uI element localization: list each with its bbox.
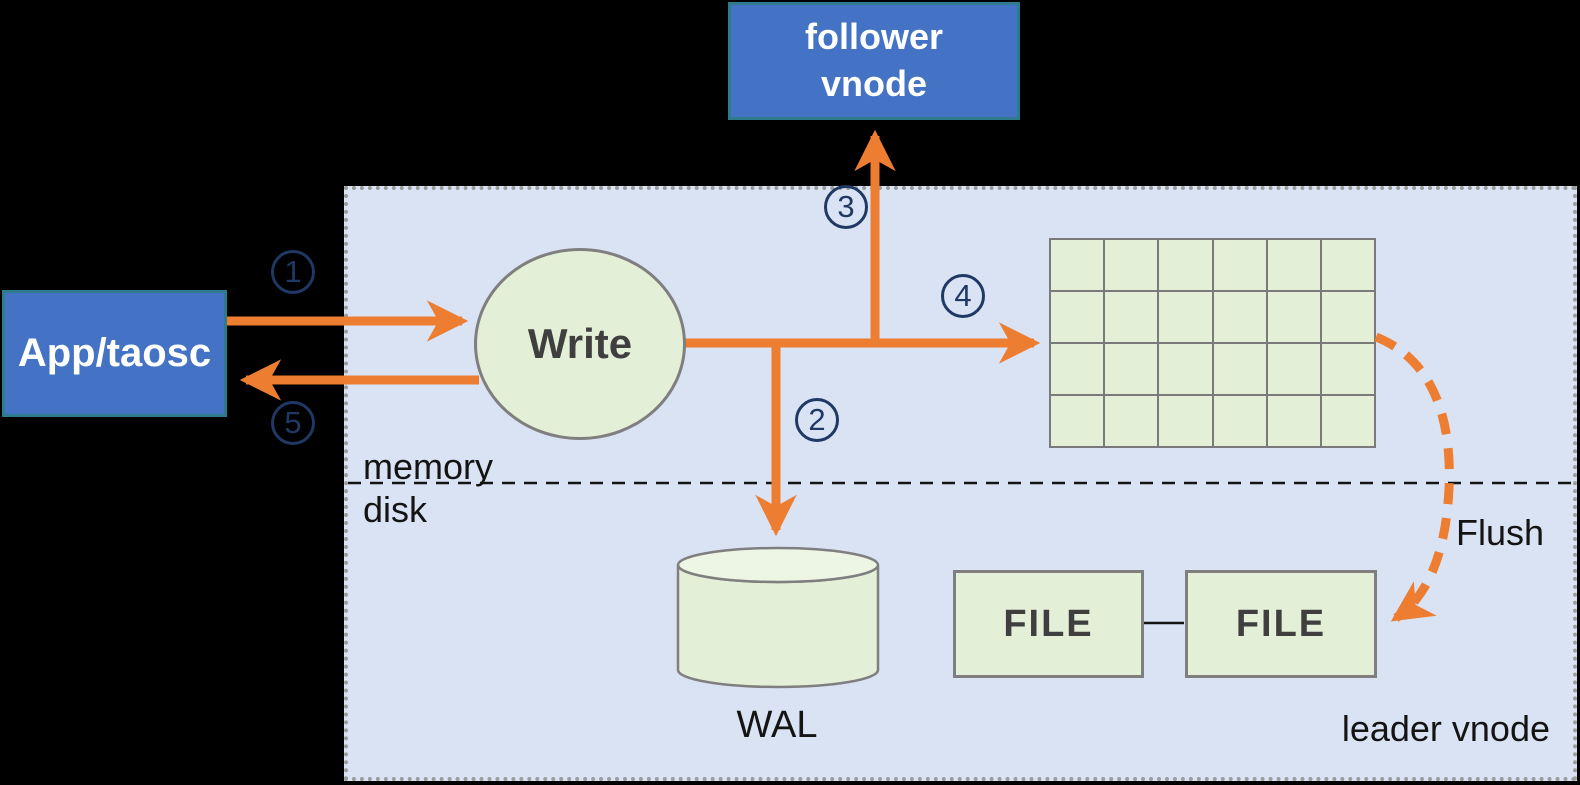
memtable-cell (1105, 396, 1158, 446)
memtable-cell (1267, 344, 1320, 394)
follower-vnode-box: follower vnode (728, 2, 1020, 120)
memtable-cell (1267, 240, 1320, 290)
app-taosc-label: App/taosc (17, 331, 212, 375)
memtable-cell (1159, 396, 1212, 446)
disk-label: disk (363, 489, 428, 530)
follower-vnode-label-line2: vnode (820, 63, 927, 104)
step-2-badge: 2 (795, 398, 839, 442)
memtable-cell (1213, 396, 1266, 446)
step-3-badge: 3 (824, 185, 868, 229)
memtable-cell (1213, 344, 1266, 394)
flush-label: Flush (1456, 512, 1545, 553)
memtable-cell (1051, 396, 1104, 446)
memtable-cell (1051, 240, 1104, 290)
file-box-right: FILE (1185, 570, 1377, 678)
app-taosc-box: App/taosc (2, 290, 227, 417)
memtable-cell (1051, 292, 1104, 342)
write-process-ellipse: Write (474, 248, 686, 440)
memtable-cell (1321, 240, 1374, 290)
wal-label: WAL (736, 704, 818, 746)
write-label: Write (527, 320, 633, 367)
step-5-badge: 5 (271, 401, 315, 445)
memtable-cell (1267, 396, 1320, 446)
memtable-cell (1105, 292, 1158, 342)
step-4-badge: 4 (941, 274, 985, 318)
memtable-cell (1051, 344, 1104, 394)
memtable-cell (1321, 344, 1374, 394)
file-right-label: FILE (1235, 602, 1327, 645)
memtable-cell (1159, 240, 1212, 290)
memtable-cell (1213, 240, 1266, 290)
file-left-label: FILE (1003, 602, 1094, 645)
memtable-cell (1321, 292, 1374, 342)
leader-vnode-label: leader vnode (1341, 708, 1550, 749)
memtable-cell (1321, 396, 1374, 446)
memtable-cell (1105, 240, 1158, 290)
step-1-badge: 1 (271, 250, 315, 294)
memtable-cell (1159, 292, 1212, 342)
file-box-left: FILE (953, 570, 1144, 678)
memtable-cell (1159, 344, 1212, 394)
memtable-cell (1267, 292, 1320, 342)
memtable-grid (1049, 238, 1376, 448)
memory-label: memory (363, 446, 494, 487)
follower-vnode-label-line1: follower (804, 16, 943, 58)
memtable-cell (1213, 292, 1266, 342)
memtable-cell (1105, 344, 1158, 394)
